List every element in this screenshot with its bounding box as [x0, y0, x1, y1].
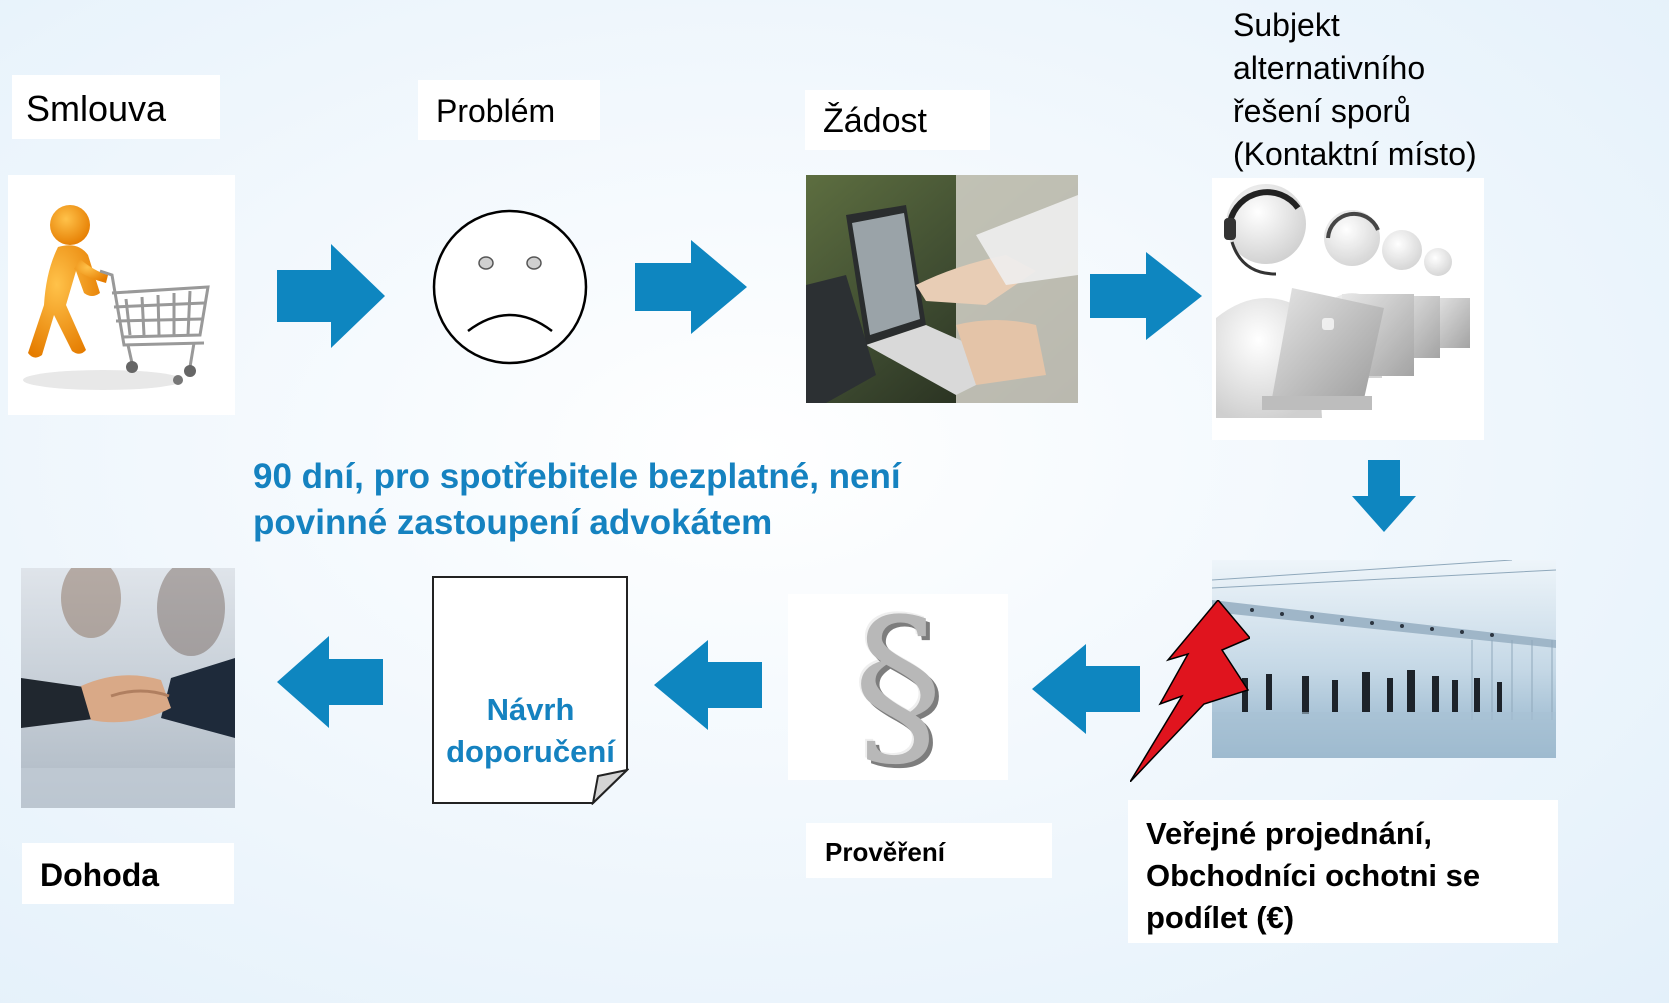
arrow-right-3-icon	[1090, 252, 1202, 340]
subjekt-line-4: (Kontaktní místo)	[1233, 136, 1477, 172]
dohoda-label-box	[22, 843, 234, 904]
subjekt-line-1: Subjekt	[1233, 7, 1340, 43]
arrow-right-2-icon	[635, 240, 747, 334]
verejne-line-3: podílet (€)	[1146, 900, 1295, 935]
laptops-photo	[806, 175, 1078, 403]
smlouva-label-box	[12, 75, 220, 139]
shopping-cart-image	[8, 175, 235, 415]
problem-label: Problém	[436, 93, 556, 129]
arrow-down-icon	[1352, 460, 1416, 532]
call-center-image	[1212, 178, 1484, 440]
arrow-left-2-icon	[654, 640, 762, 730]
recommendation-line-2: doporučení	[446, 734, 615, 769]
provereni-label: Prověření	[825, 837, 945, 867]
arrow-left-3-icon	[1032, 644, 1140, 734]
zadost-label: Žádost	[823, 102, 927, 140]
zadost-label-box	[805, 90, 990, 150]
verejne-label: Veřejné projednání, Obchodníci ochotni s…	[1146, 813, 1480, 939]
problem-label-box	[418, 80, 600, 140]
recommendation-document: Návrh doporučení	[432, 576, 629, 805]
paragraph-image: §	[788, 594, 1008, 780]
public-hall-photo	[1212, 560, 1556, 758]
provereni-label-box	[806, 823, 1052, 878]
terms-note-line-2: povinné zastoupení advokátem	[253, 503, 773, 542]
recommendation-line-1: Návrh	[486, 692, 575, 727]
verejne-line-1: Veřejné projednání,	[1146, 816, 1432, 851]
arrow-right-1-icon	[277, 244, 385, 348]
subjekt-line-2: alternativního	[1233, 50, 1426, 86]
paragraph-symbol-icon: §	[853, 594, 943, 780]
verejne-label-box	[1128, 800, 1558, 943]
dohoda-label: Dohoda	[40, 857, 160, 893]
verejne-line-2: Obchodníci ochotni se	[1146, 858, 1481, 893]
terms-note-line-1: 90 dní, pro spotřebitele bezplatné, není	[253, 457, 901, 496]
arrow-left-1-icon	[277, 636, 383, 728]
recommendation-text: Návrh doporučení	[432, 689, 629, 773]
handshake-photo	[21, 568, 235, 808]
sad-face-icon	[430, 207, 590, 367]
subjekt-line-3: řešení sporů	[1233, 93, 1411, 129]
lightning-bolt-icon	[1130, 600, 1250, 782]
smlouva-label: Smlouva	[26, 88, 167, 129]
terms-note: 90 dní, pro spotřebitele bezplatné, není…	[253, 454, 901, 546]
subjekt-label: Subjekt alternativního řešení sporů (Kon…	[1233, 4, 1477, 176]
